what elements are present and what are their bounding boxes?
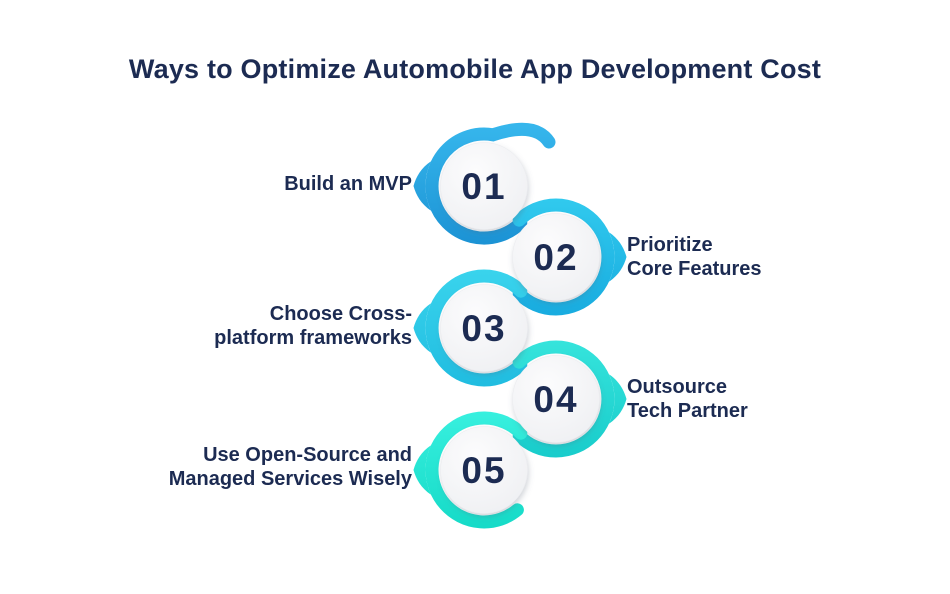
step-1-disc: 01 — [440, 142, 528, 230]
number-disc — [440, 284, 528, 372]
pointer-left-icon — [413, 445, 431, 495]
step-2-disc: 02 — [512, 213, 600, 301]
number-disc — [440, 426, 528, 514]
step-3-ring — [413, 269, 528, 387]
number-disc — [440, 142, 528, 230]
step-number: 05 — [461, 450, 506, 491]
number-disc — [512, 355, 600, 443]
step-4-ring — [512, 340, 627, 458]
step-2-label: Prioritize Core Features — [627, 234, 762, 280]
step-5-label: Use Open-Source and Managed Services Wis… — [168, 444, 412, 490]
step-4-label: Outsource Tech Partner — [627, 376, 748, 422]
step-number: 04 — [533, 379, 578, 420]
step-1-label: Build an MVP — [284, 173, 412, 195]
step-2-ring — [512, 198, 627, 316]
pointer-right-icon — [609, 232, 627, 282]
ring-arc-1 — [425, 122, 556, 245]
step-number: 03 — [461, 308, 506, 349]
pointer-left-icon — [413, 303, 431, 353]
page-title: Ways to Optimize Automobile App Developm… — [128, 54, 822, 84]
step-4-disc: 04 — [512, 355, 600, 443]
step-1-ring — [413, 122, 556, 245]
step-number: 02 — [533, 237, 578, 278]
ring-arc-2 — [512, 198, 615, 316]
step-3-disc: 03 — [440, 284, 528, 372]
pointer-right-icon — [609, 374, 627, 424]
step-5-disc: 05 — [440, 426, 528, 514]
step-5-ring — [413, 411, 528, 529]
pointer-left-icon — [413, 161, 431, 211]
step-number: 01 — [461, 166, 506, 207]
step-3-label: Choose Cross- platform frameworks — [214, 303, 412, 349]
number-disc — [512, 213, 600, 301]
ring-arc-5 — [425, 411, 528, 529]
ring-arc-3 — [425, 269, 528, 387]
ring-arc-4 — [512, 340, 615, 458]
